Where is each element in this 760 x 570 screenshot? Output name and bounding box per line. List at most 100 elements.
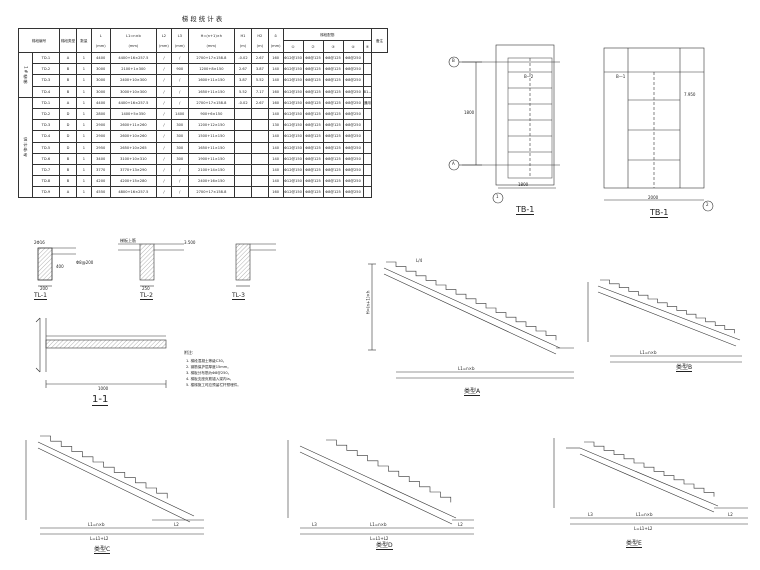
table-cell: 2.67: [250, 96, 269, 109]
notes-title: 附注:: [184, 350, 194, 355]
table-cell: Φ12@150: [282, 163, 304, 177]
table-cell: 300: [170, 141, 189, 154]
header-r4: ④: [342, 40, 364, 53]
table-cell: -0.02: [234, 51, 252, 65]
dim-tb-h: 1800: [464, 110, 475, 115]
table-cell: Φ8@250: [342, 119, 364, 132]
table-cell: D: [59, 119, 77, 132]
table-cell: 2700+17×158.8: [187, 96, 236, 109]
table-cell: /: [156, 175, 172, 188]
table-cell: 2600+10×260: [109, 130, 158, 143]
table-cell: B1—上平台板配筋: [362, 85, 373, 98]
table-cell: [362, 163, 373, 177]
table-cell: [250, 141, 269, 154]
table-cell: Φ8@125: [302, 85, 324, 98]
table-cell: 7.17: [250, 85, 269, 98]
table-cell: [362, 186, 373, 199]
table-cell: 3000+10×300: [109, 85, 158, 98]
table-cell: 3.87: [250, 63, 269, 76]
table-cell: 2900: [90, 130, 111, 143]
table-cell: Φ8@250: [342, 74, 364, 87]
dim-tl1-h: 400: [56, 264, 64, 269]
table-cell: Φ8@125: [322, 107, 344, 121]
table-cell: Φ8@125: [302, 130, 324, 143]
table-cell: 900+6×150: [187, 107, 236, 121]
table-cell: [234, 186, 252, 199]
table-cell: 1650+11×150: [187, 85, 236, 98]
stair-type-a: [368, 261, 574, 379]
table-cell: 2400+16×150: [187, 175, 236, 188]
table-cell: Φ8@250: [342, 130, 364, 143]
table-cell: [234, 152, 252, 165]
table-cell: /: [156, 51, 172, 65]
table-cell: 140: [267, 74, 284, 87]
table-cell: Φ8@125: [322, 175, 344, 188]
table-cell: Φ8@125: [322, 51, 344, 65]
table-cell: Φ8@125: [302, 186, 324, 199]
stair-type-b: [587, 279, 742, 363]
table-cell: Φ8@125: [302, 107, 324, 121]
table-cell: 1500+11×150: [187, 130, 236, 143]
table-cell: 2400+10×300: [109, 74, 158, 87]
section-1-1: [35, 317, 167, 388]
label-section-1-1: 1-1: [92, 394, 109, 406]
table-cell: B: [59, 175, 77, 188]
table-cell: Φ8@250: [342, 186, 364, 199]
table-cell: A: [59, 96, 77, 109]
table-cell: [250, 119, 269, 132]
table-cell: [250, 152, 269, 165]
table-cell: 1200+12×150: [187, 119, 236, 132]
table-cell: -0.02: [234, 96, 252, 109]
note-line: 4. 梯板支座负筋锚入梁内la。: [186, 377, 234, 381]
label-tl3: TL-3: [232, 292, 245, 300]
grid-b: A: [452, 161, 455, 166]
table-cell: 140: [267, 130, 284, 143]
table-cell: 4800+16×257.5: [109, 186, 158, 199]
table-cell: /: [156, 63, 172, 76]
label-tl2: TL-2: [140, 292, 153, 300]
table-cell: [250, 107, 269, 121]
table-cell: /: [156, 186, 172, 199]
tb1-plan-right: [603, 47, 714, 212]
grid-2: 2: [706, 202, 709, 207]
table-cell: [234, 130, 252, 143]
table-cell: Φ12@150: [282, 63, 304, 76]
table-cell: 140: [267, 141, 284, 154]
table-cell: 3000: [90, 85, 111, 98]
label-tb1-left: TB-1: [516, 205, 535, 215]
dim-sec-len: 1000: [98, 386, 109, 391]
table-cell: [250, 163, 269, 177]
table-cell: [362, 119, 373, 132]
table-cell: 5.52: [250, 74, 269, 87]
table-cell: TD-7: [31, 163, 61, 177]
label-type-c: 类型C: [94, 546, 111, 554]
table-cell: 2100+1×300: [109, 63, 158, 76]
header-qty: 数量: [75, 28, 92, 53]
table-cell: Φ8@125: [302, 175, 324, 188]
schedule-grid: 梯段编号 梯段类型 数量 L(mm) L1=n×b(mm) L2(mm) L3(…: [17, 28, 388, 199]
table-cell: 900: [170, 63, 189, 76]
table-cell: 2900: [90, 119, 111, 132]
dim-l1nb-e: L1=n×b: [636, 512, 653, 517]
table-cell: 通用: [362, 96, 373, 109]
dim-l4-a: L/4: [416, 258, 423, 263]
table-cell: /: [156, 130, 172, 143]
table-cell: B: [59, 152, 77, 165]
table-cell: 1: [75, 175, 92, 188]
label-type-b: 类型B: [676, 364, 693, 372]
dim-l1nb-c: L1=n×b: [88, 522, 105, 527]
table-cell: [362, 63, 373, 76]
table-cell: Φ12@150: [282, 130, 304, 143]
table-cell: 300: [170, 119, 189, 132]
table-cell: 160: [267, 85, 284, 98]
table-cell: [362, 141, 373, 154]
table-cell: /: [170, 175, 189, 188]
table-cell: Φ12@150: [282, 96, 304, 109]
table-cell: /: [156, 152, 172, 165]
table-cell: 1: [75, 63, 92, 76]
header-rebar: 梯段配筋: [282, 28, 373, 41]
grid-a: B: [452, 58, 455, 63]
